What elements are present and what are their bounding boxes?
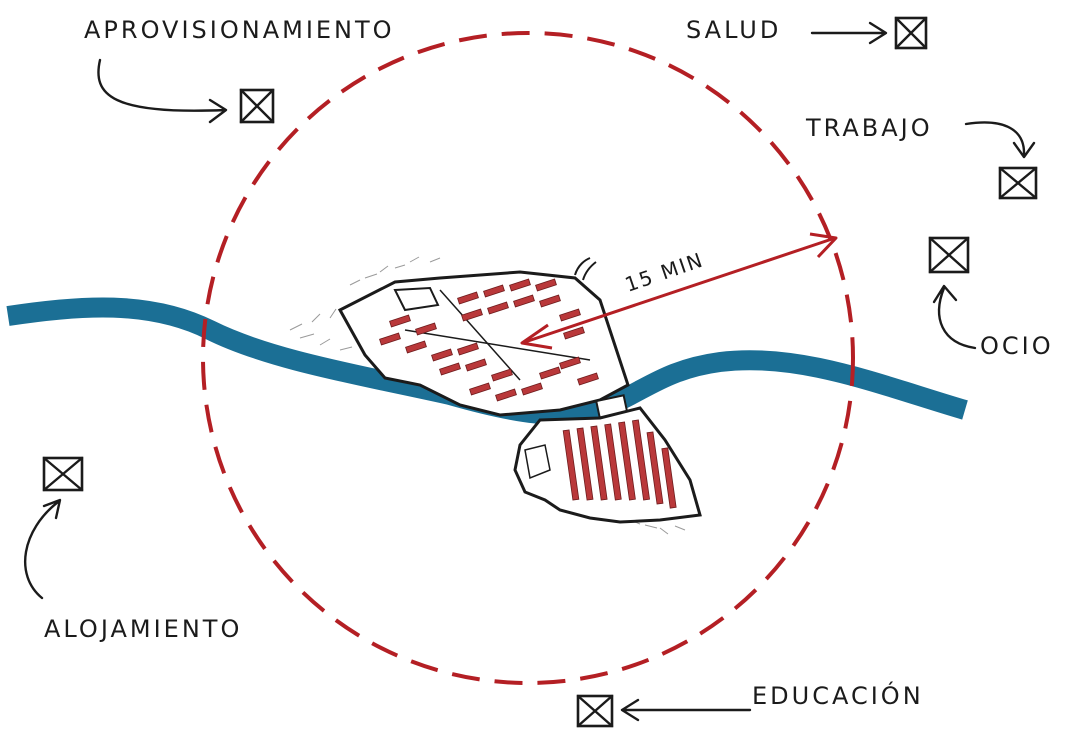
arrow-icon: [964, 121, 1036, 159]
fifteen-minute-radius-circle: [201, 31, 855, 685]
arrow-icon: [23, 498, 62, 600]
label-trabajo: TRABAJO: [805, 114, 933, 142]
radius-label: 15 MIN: [622, 247, 707, 296]
arrow-icon: [97, 58, 228, 124]
crossed-box-icon: [894, 16, 928, 50]
town-south: [513, 406, 702, 524]
arrow-icon: [932, 284, 977, 350]
label-ocio: OCIO: [980, 332, 1054, 360]
label-educacion: EDUCACIÓN: [752, 680, 924, 710]
label-salud: SALUD: [686, 16, 781, 44]
crossed-box-icon: [42, 456, 84, 492]
crossed-box-icon: [998, 166, 1038, 200]
arrow-icon: [620, 698, 752, 722]
crossed-box-icon: [239, 88, 275, 124]
crossed-box-icon: [576, 694, 614, 728]
label-alojamiento: ALOJAMIENTO: [44, 615, 242, 643]
arrow-icon: [810, 21, 888, 45]
crossed-box-icon: [928, 236, 970, 274]
town-north: [337, 257, 630, 417]
radius-arrow: [520, 232, 838, 350]
label-aprovisionamiento: APROVISIONAMIENTO: [84, 16, 395, 44]
